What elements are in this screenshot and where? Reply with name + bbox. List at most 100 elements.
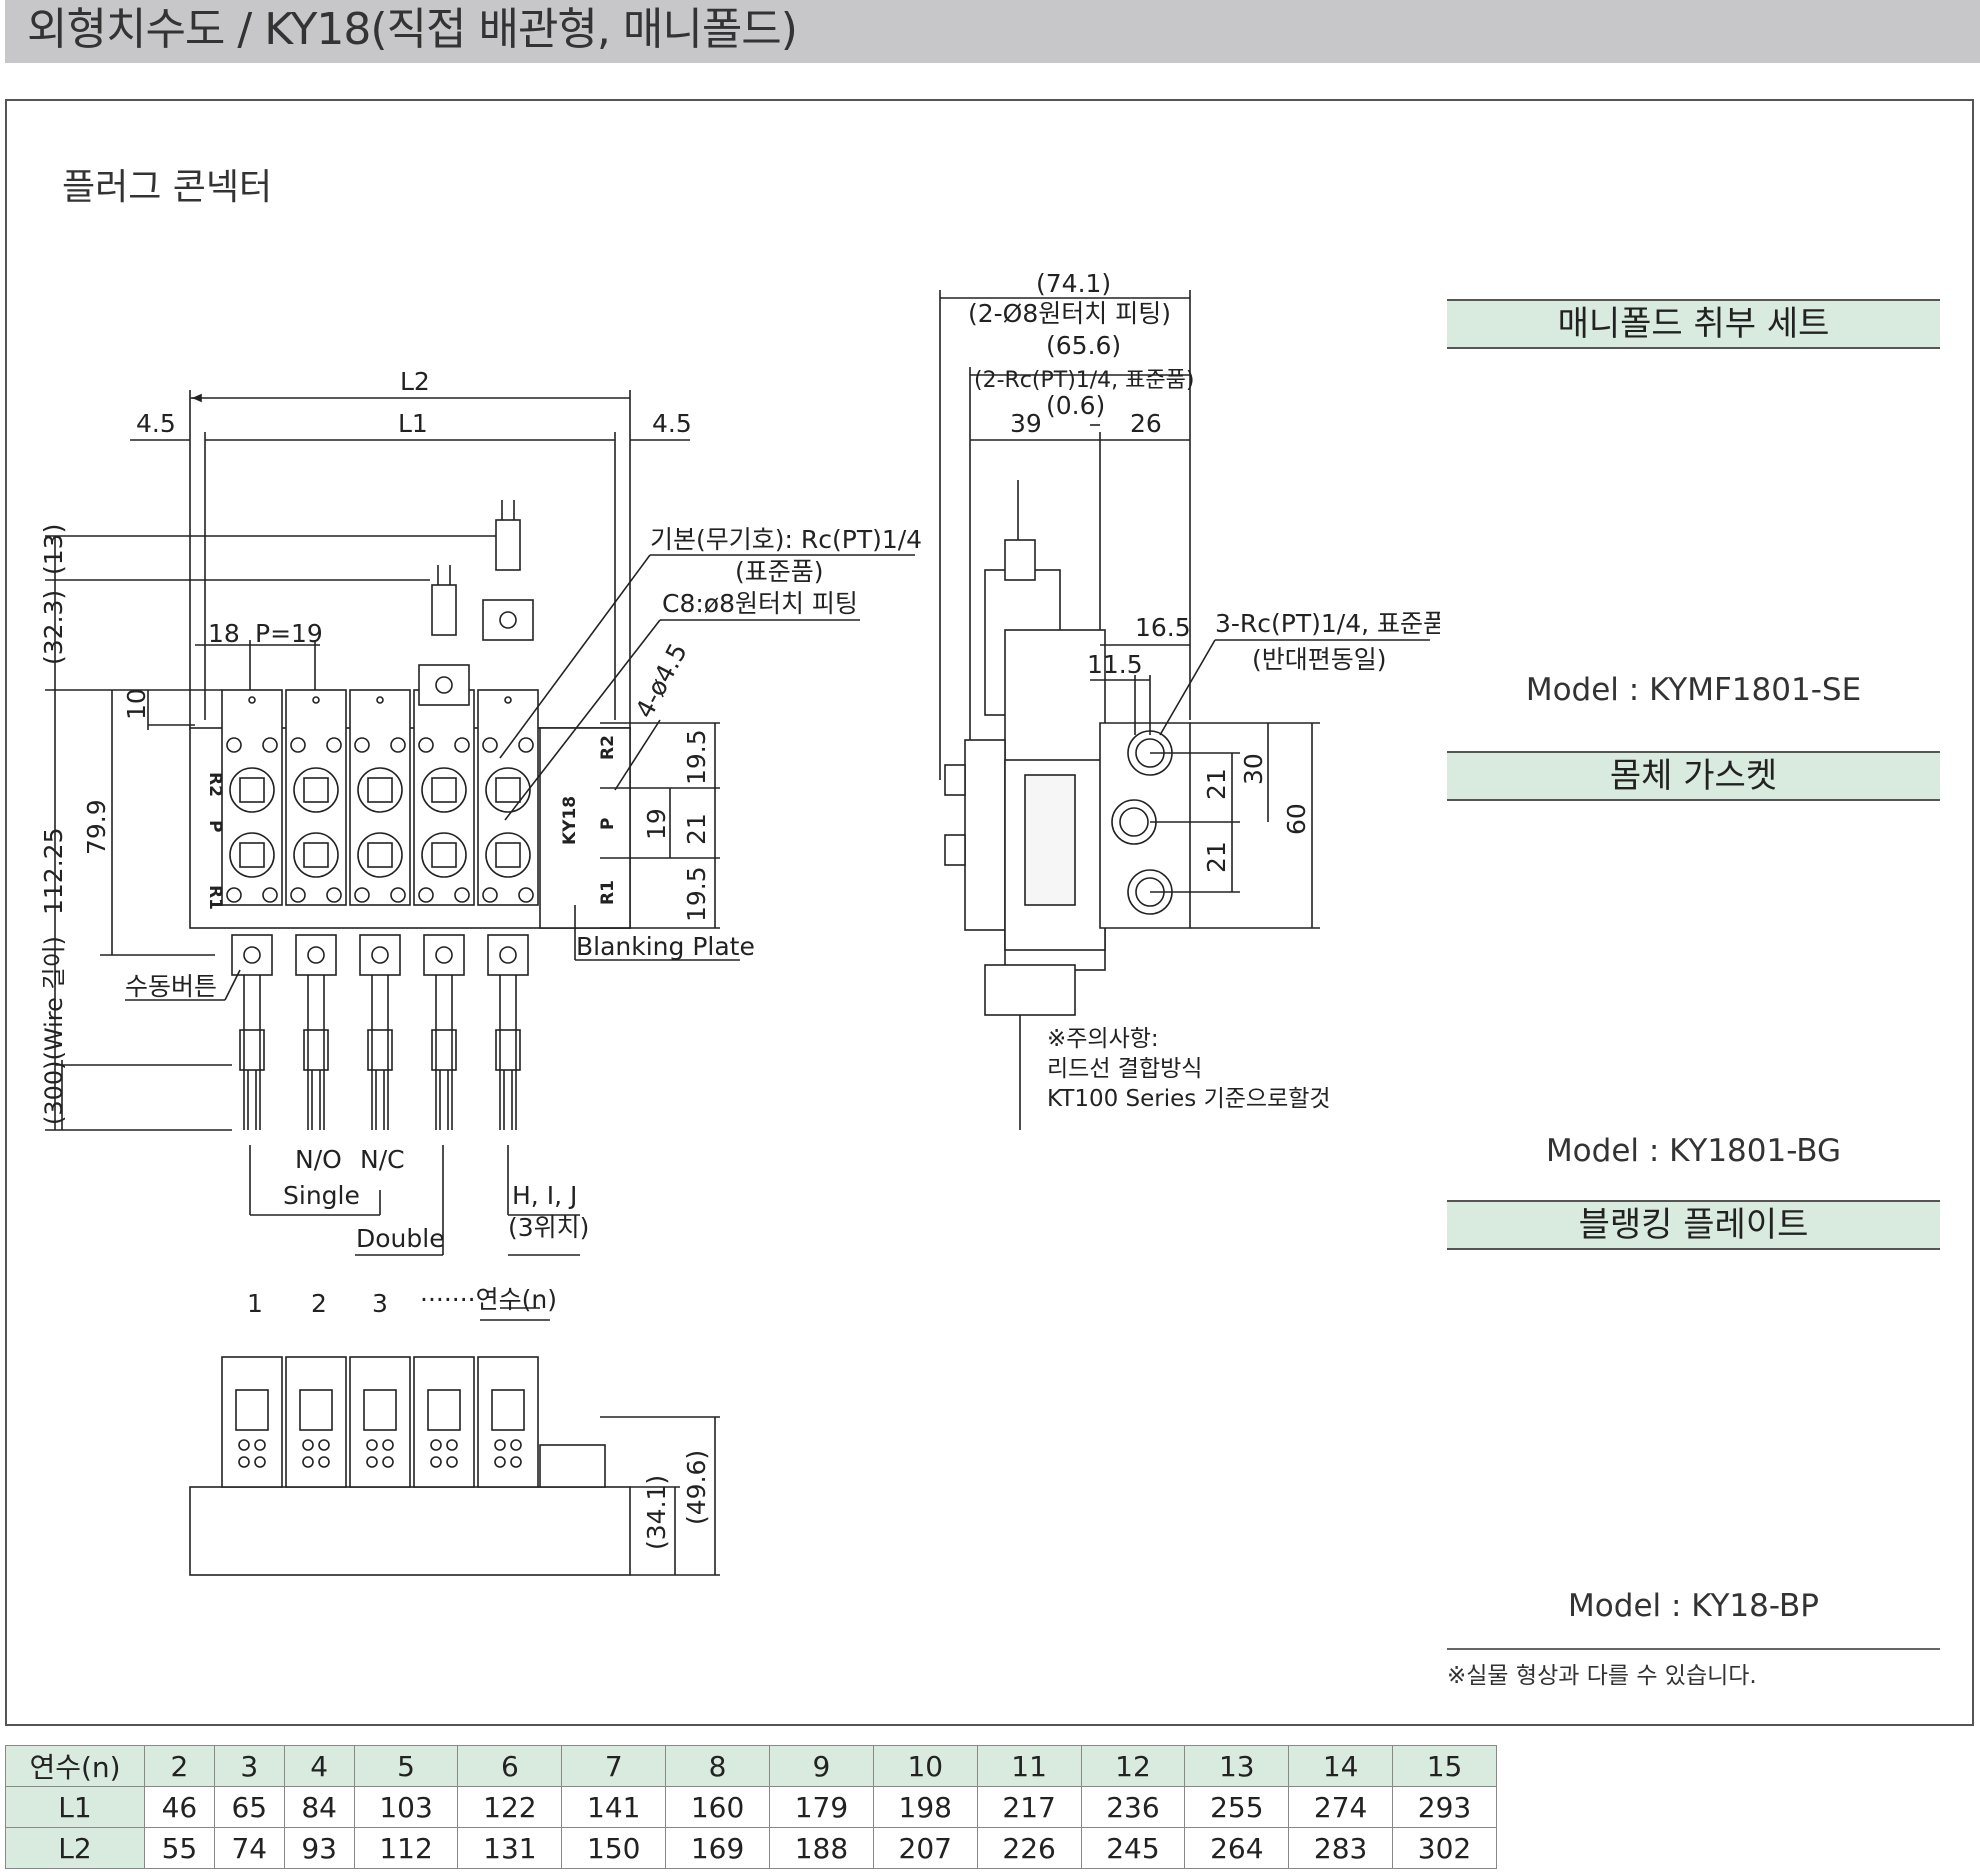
callout-double: Double (356, 1224, 445, 1253)
table-header-cell: 2 (144, 1745, 215, 1787)
table-cell: 207 (872, 1827, 978, 1869)
table-header-cell: 12 (1080, 1745, 1186, 1787)
page-subtitle: 플러그 콘넥터 (62, 167, 273, 208)
table-header-cell: 15 (1392, 1745, 1497, 1787)
dim-side-left: 4.5 (136, 409, 176, 438)
dim-19-5-top: 19.5 (682, 729, 711, 785)
table-cell: 226 (976, 1827, 1082, 1869)
manifold-mark: KY18 (560, 796, 580, 845)
table-row-label: L1 (5, 1786, 145, 1828)
table-header-cell: 6 (457, 1745, 563, 1787)
table-header-cell: 9 (769, 1745, 874, 1787)
table-cell: 217 (976, 1786, 1082, 1828)
dim-21a: 21 (1202, 768, 1231, 800)
side-port-note: 3-Rc(PT)1/4, 표준품 (1215, 609, 1440, 638)
station-n: ·······연수(n) (420, 1285, 557, 1314)
accessory-title-mounting-set: 매니폴드 취부 세트 (1447, 299, 1940, 349)
dim-19-5-bot: 19.5 (682, 866, 711, 922)
table-cell: 302 (1392, 1827, 1497, 1869)
dim-60: 60 (1282, 803, 1311, 835)
table-cell: 188 (769, 1827, 874, 1869)
dimension-drawing: L2 L1 4.5 4.5 18 P=19 (13) (32.3) 10 79.… (39, 269, 1440, 1576)
table-header-cell: 13 (1184, 1745, 1290, 1787)
table-cell: 274 (1288, 1786, 1394, 1828)
table-cell: 55 (144, 1827, 215, 1869)
dim-21: 21 (682, 813, 711, 845)
dim-79-9: 79.9 (82, 799, 111, 855)
title-bar: 외형치수도 / KY18(직접 배관형, 매니폴드) (5, 0, 1980, 63)
port-mark-r1-left: R1 (205, 885, 225, 910)
dim-11-5: 11.5 (1087, 650, 1143, 679)
table-header-cell: 10 (872, 1745, 978, 1787)
table-cell: 150 (561, 1827, 667, 1869)
table-cell: 84 (283, 1786, 355, 1828)
dim-49-6: (49.6) (682, 1450, 711, 1525)
dim-30: 30 (1239, 753, 1268, 785)
port-mark-r1-right: R1 (598, 880, 618, 905)
table-cell: 141 (561, 1786, 667, 1828)
table-cell: 179 (769, 1786, 874, 1828)
table-cell: 264 (1184, 1827, 1290, 1869)
table-header-cell: 7 (561, 1745, 667, 1787)
station-2: 2 (311, 1289, 327, 1318)
dim-18: 18 (208, 619, 240, 648)
dim-26: 26 (1130, 409, 1162, 438)
note-divider (1447, 1648, 1940, 1650)
dim-32-3: (32.3) (39, 590, 68, 665)
port-mark-r2-right: R2 (598, 735, 618, 760)
accessory-model-blanking-plate: Model : KY18-BP (1568, 1588, 1819, 1624)
port-mark-p-right: P (598, 818, 618, 830)
dim-13: (13) (39, 524, 68, 575)
accessory-title-gasket: 몸체 가스켓 (1447, 751, 1940, 801)
page-title: 외형치수도 / KY18(직접 배관형, 매니폴드) (27, 4, 798, 55)
table-cell: 46 (144, 1786, 215, 1828)
dim-l1: L1 (398, 409, 428, 438)
table-cell: 169 (665, 1827, 770, 1869)
table-cell: 131 (457, 1827, 563, 1869)
dim-112-25: 112.25 (39, 828, 68, 915)
callout-blanking-plate: Blanking Plate (576, 932, 755, 961)
side-port-note2: (반대편동일) (1252, 645, 1387, 674)
table-header-cell: 11 (976, 1745, 1082, 1787)
table-cell: 103 (353, 1786, 459, 1828)
dim-4-hole: 4-ø4.5 (630, 639, 693, 723)
drawing-frame (5, 99, 1974, 1726)
callout-three-pos: (3위치) (508, 1213, 589, 1242)
dim-74-1-note: (2-Ø8원터치 피팅) (968, 299, 1171, 328)
table-cell: 283 (1288, 1827, 1394, 1869)
table-cell: 93 (283, 1827, 355, 1869)
dim-21b: 21 (1202, 841, 1231, 873)
table-header-label: 연수(n) (5, 1745, 145, 1787)
accessory-model-gasket: Model : KY1801-BG (1545, 1133, 1842, 1169)
dim-side-right: 4.5 (652, 409, 692, 438)
callout-hij: H, I, J (512, 1181, 577, 1210)
callout-port-std-note: (표준품) (735, 557, 824, 586)
dim-34-1: (34.1) (642, 1475, 671, 1550)
callout-no: N/O (295, 1145, 342, 1174)
callout-port-c8: C8:ø8원터치 피팅 (662, 589, 858, 618)
dim-0-6: (0.6) (1046, 391, 1105, 420)
table-cell: 293 (1392, 1786, 1497, 1828)
accessory-title-blanking-plate: 블랭킹 플레이트 (1447, 1200, 1940, 1250)
table-cell: 236 (1080, 1786, 1186, 1828)
table-header-cell: 5 (353, 1745, 459, 1787)
table-header-cell: 14 (1288, 1745, 1394, 1787)
caution-line2: KT100 Series 기준으로할것 (1047, 1086, 1331, 1112)
dim-74-1: (74.1) (1036, 269, 1111, 298)
dim-10: 10 (122, 688, 151, 720)
callout-nc: N/C (360, 1145, 405, 1174)
accessory-model-mounting-set: Model : KYMF1801-SE (1525, 672, 1862, 708)
dim-l2: L2 (400, 367, 430, 396)
caution-line1: 리드선 결합방식 (1047, 1056, 1202, 1082)
table-cell: 245 (1080, 1827, 1186, 1869)
table-header-cell: 8 (665, 1745, 770, 1787)
station-1: 1 (247, 1289, 263, 1318)
dim-65-6: (65.6) (1046, 331, 1121, 360)
table-header-cell: 3 (213, 1745, 285, 1787)
table-row-label: L2 (5, 1827, 145, 1869)
table-cell: 160 (665, 1786, 770, 1828)
callout-single: Single (283, 1181, 360, 1210)
